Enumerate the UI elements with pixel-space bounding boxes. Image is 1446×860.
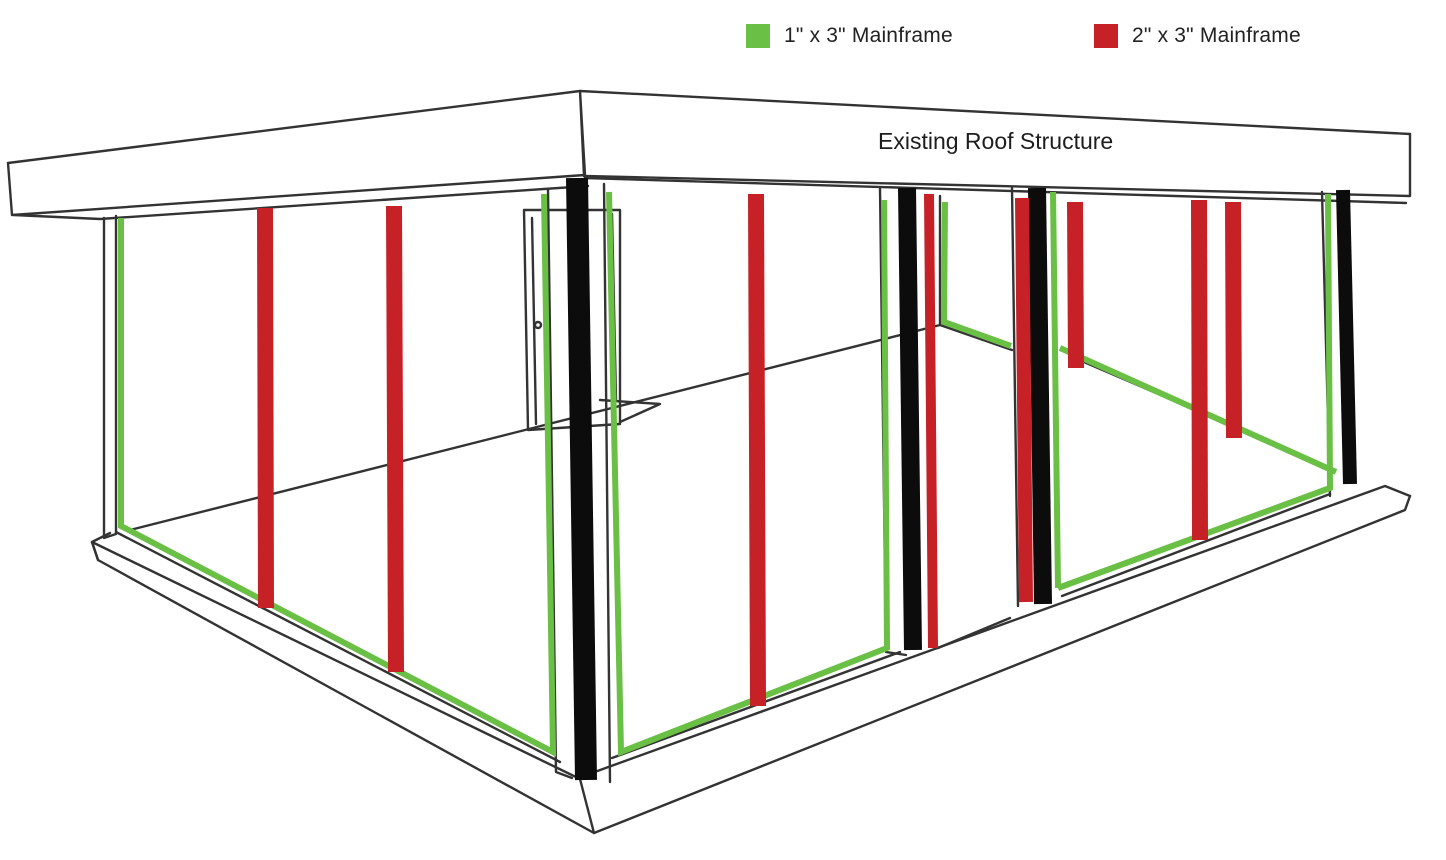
- roof-slab-top: [6, 89, 1412, 165]
- left-corner-post: [102, 214, 118, 540]
- mainframe-members: [118, 177, 1357, 781]
- legend-label-green: 1" x 3" Mainframe: [784, 24, 953, 47]
- legend-swatch-red: [1094, 24, 1118, 48]
- roof-underside-left: [12, 184, 590, 221]
- black-post-right: [1028, 187, 1052, 605]
- door-inner: [530, 216, 538, 426]
- base-slab-edge: [578, 777, 596, 835]
- red-frame-right-1: [1191, 199, 1208, 541]
- red-frame-front-1: [748, 193, 766, 707]
- structure-outline: [6, 89, 1412, 835]
- left-wall-sill: [114, 530, 562, 764]
- roof-slab-side: [582, 132, 1412, 198]
- roof-underside-right: [583, 176, 1408, 205]
- right-post-outline: [1010, 186, 1020, 608]
- black-post-mid: [898, 187, 922, 651]
- red-frame-left-2: [386, 205, 404, 673]
- legend-swatch-green: [746, 24, 770, 48]
- green-frame-left-wall: [118, 193, 557, 757]
- red-frame-left-1: [257, 207, 274, 609]
- green-frame-right-post: [1050, 191, 1061, 589]
- opening-threshold: [936, 616, 1012, 650]
- red-frame-back-1: [1067, 201, 1084, 369]
- front-corner-post-right: [602, 182, 612, 784]
- green-frame-right-wall: [1056, 193, 1334, 591]
- base-slab-top: [90, 484, 1412, 780]
- roof-label: Existing Roof Structure: [878, 128, 1114, 154]
- black-post-far-right: [1336, 189, 1357, 485]
- back-wall-right-line: [938, 323, 1014, 352]
- right-wall-sill: [1060, 492, 1332, 598]
- black-post-front-corner: [566, 177, 597, 781]
- door-handle-icon: [533, 320, 543, 330]
- front-corner-post-left: [546, 188, 574, 780]
- green-frame-back-corner: [940, 201, 1013, 349]
- door-step: [598, 398, 662, 424]
- legend-item-green: 1" x 3" Mainframe: [746, 22, 953, 50]
- red-frame-right-2: [1225, 201, 1242, 439]
- red-frame-opening: [1015, 197, 1033, 603]
- legend-label-red: 2" x 3" Mainframe: [1132, 24, 1301, 47]
- green-frame-front-wall: [606, 191, 891, 757]
- legend-item-red: 2" x 3" Mainframe: [1094, 22, 1301, 50]
- red-frame-mid-right: [924, 193, 938, 649]
